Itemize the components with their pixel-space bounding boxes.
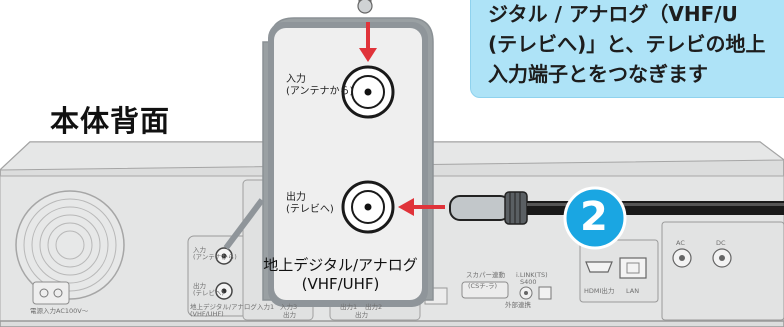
callout-line-3: 入力端子とをつなぎます [488, 62, 708, 86]
power-inlet [32, 281, 70, 305]
output1-label: 出力1 [340, 303, 358, 311]
zoom-bottom-label-1: 地上デジタル/アナログ [263, 256, 418, 274]
input1-label: 入力1 [257, 303, 275, 311]
small-input-label-2: (アンテナから) [193, 253, 237, 261]
small-input-label-1: 入力 [193, 246, 206, 254]
output-arrow-head [398, 198, 414, 216]
hdmi-port [585, 261, 613, 273]
output-group-label: 出力 [283, 311, 296, 319]
power-label: 電源入力AC100V〜 [30, 307, 89, 315]
right-port-2-label: DC [716, 239, 726, 247]
remote-port [538, 286, 552, 300]
ilink-label: i.LINK(TS) [516, 271, 548, 279]
zoom-output-label-line2: (テレビへ) [286, 204, 334, 215]
small-bottom-label-1: 地上デジタル/アナログ [190, 303, 257, 311]
lan-label: LAN [626, 287, 640, 295]
hdmi-lan-block [579, 239, 659, 303]
zoom-input-port [341, 65, 395, 119]
right-terminal-block [661, 221, 784, 321]
lan-port [619, 257, 647, 279]
fan-grille [15, 190, 125, 300]
step-badge-2 [563, 186, 627, 250]
zoom-output-label-line1: 出力 [286, 192, 306, 203]
callout-line-1: ジタル / アナログ（VHF/U [488, 2, 738, 26]
output2-label: 出力2 [365, 303, 383, 311]
zoom-output-port [341, 180, 395, 234]
input3-label: 入力3 [280, 303, 298, 311]
callout-line-2: (テレビへ)」と、テレビの地上 [488, 32, 766, 56]
input-arrow-head [359, 48, 377, 62]
zoom-output-label: 出力 (テレビへ) [286, 192, 334, 216]
hdmi-label: HDMI出力 [584, 287, 615, 295]
remote-label: 外部連携 [505, 301, 531, 309]
zoom-bottom-label-2: (VHF/UHF) [301, 275, 380, 293]
output-group-label-2: 出力 [355, 311, 368, 319]
zoom-input-label: 入力 (アンテナから) [286, 74, 353, 98]
small-output-label-1: 出力 [193, 282, 206, 290]
skyperfect-port [461, 281, 509, 299]
zoom-pointer-line [223, 198, 265, 250]
small-output-label-2: (テレビへ) [193, 289, 225, 297]
small-bottom-label-2: (VHF/UHF) [190, 310, 224, 318]
ilink-sub-label: S400 [520, 278, 537, 286]
small-output-label: 出力 (テレビへ) [193, 283, 224, 297]
skyperfect-label: スカパー連動 [466, 271, 505, 279]
zoom-input-label-line1: 入力 [286, 74, 306, 85]
cable-plug [449, 195, 511, 221]
right-port-1-label: AC [676, 239, 685, 247]
small-bottom-label: 地上デジタル/アナログ (VHF/UHF) [190, 304, 257, 318]
body-rear-label: 本体背面 [50, 104, 171, 138]
zoom-input-label-line2: (アンテナから) [286, 86, 354, 97]
skyperfect-sub-label: (CSチ-ラ) [468, 282, 498, 290]
instruction-callout [470, 0, 784, 98]
small-input-label: 入力 (アンテナから) [193, 247, 237, 261]
step-badge-number: 2 [580, 194, 608, 240]
